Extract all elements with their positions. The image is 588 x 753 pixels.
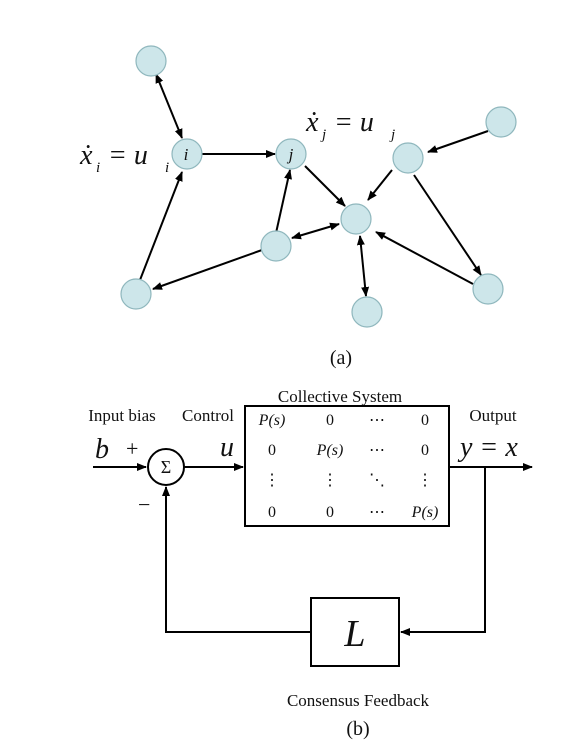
matrix-cell: ⋮ — [264, 472, 280, 489]
edge-bottomright-center — [375, 231, 474, 285]
summing-junction — [147, 448, 185, 486]
node-j-label: j — [287, 145, 294, 164]
node-i-label: i — [184, 145, 189, 164]
matrix-cell: ⋯ — [369, 442, 385, 459]
matrix-cell: 0 — [326, 412, 334, 429]
node-mid — [260, 230, 292, 262]
consensus-feedback-box — [310, 597, 400, 667]
wire-output-to-L — [400, 467, 486, 636]
matrix-cell: ⋯ — [369, 412, 385, 429]
u-symbol: u — [220, 432, 234, 463]
matrix-cell: 0 — [268, 504, 276, 521]
equation-j: ẋ j = u j — [305, 107, 395, 143]
eq-i-sub-u: i — [165, 160, 169, 176]
sum-symbol: Σ — [161, 457, 171, 477]
edge-top-i — [155, 73, 183, 139]
node-i — [171, 138, 203, 170]
edge-bottomleft-i — [139, 171, 183, 281]
eq-j-lhs: ẋ — [305, 107, 319, 138]
graph-nodes — [120, 45, 517, 328]
block-diagram: Collective System Input bias Control Out… — [88, 387, 533, 740]
node-j — [275, 138, 307, 170]
system-title: Collective System — [278, 387, 402, 406]
node-bottomright — [472, 273, 504, 305]
eq-j-sub-u: j — [389, 127, 395, 143]
eq-j-sub-x: j — [320, 127, 326, 143]
node-right — [392, 142, 424, 174]
node-topright — [485, 106, 517, 138]
node-bottom — [351, 296, 383, 328]
eq-i-lhs: ẋ — [79, 140, 93, 171]
caption-b: (b) — [346, 718, 369, 740]
edge-mid-j — [275, 169, 292, 234]
matrix-cell: ⋮ — [417, 472, 433, 489]
matrix-cell: 0 — [421, 412, 429, 429]
node-bottomleft — [120, 278, 152, 310]
matrix-cell: 0 — [326, 504, 334, 521]
matrix-cell: P(s) — [316, 442, 344, 459]
edge-mid-bottomleft — [152, 249, 263, 290]
output-label: Output — [469, 406, 517, 425]
eq-i-sub-x: i — [96, 160, 100, 176]
input-bias-label: Input bias — [88, 406, 156, 425]
edge-topright-right — [427, 130, 489, 153]
matrix-cell: P(s) — [411, 504, 439, 521]
edge-j-center — [304, 165, 346, 207]
edge-mid-center — [291, 222, 340, 240]
edge-right-center — [367, 169, 393, 201]
edge-center-bottom — [356, 235, 370, 297]
b-symbol: b — [95, 434, 109, 465]
matrix-cell: ⋮ — [322, 472, 338, 489]
eq-j-rhs: = u — [334, 107, 374, 138]
edge-right-bottomright — [413, 174, 482, 276]
matrix-cell: P(s) — [258, 412, 286, 429]
node-top — [135, 45, 167, 77]
eq-i-rhs: = u — [108, 140, 148, 171]
wire-L-to-sum — [162, 486, 311, 633]
minus-sign: − — [138, 492, 150, 517]
matrix-cell: ⋱ — [369, 472, 385, 489]
graph-diagram: i j ẋ i = u i ẋ j = u j (a) — [79, 45, 517, 369]
control-label: Control — [182, 406, 234, 425]
matrix-cell: 0 — [268, 442, 276, 459]
L-symbol: L — [343, 613, 365, 655]
output-y-equals-x: y = x — [457, 432, 518, 463]
block-wires — [93, 463, 533, 636]
caption-a: (a) — [330, 347, 352, 369]
transfer-matrix: P(s) 0 ⋯ 0 0 P(s) ⋯ 0 ⋮ ⋮ ⋱ ⋮ 0 0 ⋯ P(s) — [258, 412, 439, 521]
matrix-cell: ⋯ — [369, 504, 385, 521]
feedback-label: Consensus Feedback — [287, 691, 430, 710]
graph-edges — [139, 73, 489, 297]
matrix-cell: 0 — [421, 442, 429, 459]
plus-sign: + — [126, 436, 138, 461]
equation-i: ẋ i = u i — [79, 140, 169, 176]
collective-system-box — [244, 405, 450, 527]
node-center — [340, 203, 372, 235]
